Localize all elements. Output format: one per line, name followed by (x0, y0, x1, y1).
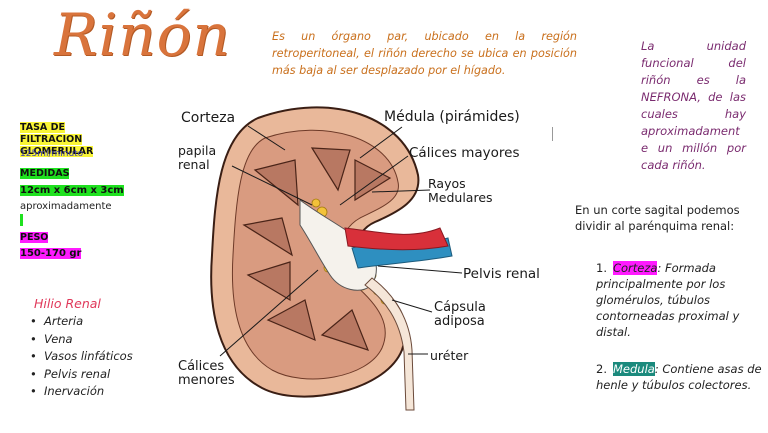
nephron-note: La unidad funcional del riñón es la NEFR… (641, 39, 746, 172)
label-rayos-medulares: Rayos Medulares (428, 176, 493, 205)
label-medula: Médula (pirámides) (384, 109, 520, 125)
label-calices-menores: Cálices menores (178, 359, 235, 388)
peso-value: 150-170 gr (20, 247, 82, 260)
medula-point: 2. Medula: Contiene asas de henle y túbul… (596, 361, 766, 393)
list-item: • Pelvis renal (30, 366, 133, 384)
medidas-label-text: MEDIDAS (20, 168, 70, 179)
leader-lines (219, 125, 463, 357)
list-item-text: Arteria (44, 314, 84, 328)
medula-tag: Medula (612, 362, 655, 376)
label-pelvis-renal: Pelvis renal (463, 266, 540, 282)
list-item-text: Vasos linfáticos (44, 349, 133, 363)
highlight-mark (20, 214, 23, 226)
point-number: 2. (596, 362, 607, 376)
corteza-tag: Corteza (612, 261, 658, 275)
list-item: • Inervación (30, 383, 133, 401)
list-item: • Vena (30, 331, 133, 349)
bullet-icon: • (30, 384, 37, 398)
tasa-filtracion-value: 125ml/minuto (20, 149, 84, 159)
label-corteza: Corteza (181, 110, 236, 126)
list-item: • Vasos linfáticos (30, 348, 133, 366)
bullet-icon: • (30, 314, 37, 328)
hilio-list: • Arteria • Vena • Vasos linfáticos • Pelvis… (30, 313, 133, 401)
divider (552, 127, 553, 141)
medidas-value-text: 12cm x 6cm x 3cm (20, 185, 124, 196)
corte-intro: En un corte sagital podemos dividir al p… (575, 203, 740, 233)
point-number: 1. (596, 261, 607, 275)
tasa-filtracion-label: TASA DE FILTRACION GLOMERULAR (20, 122, 128, 158)
peso-value-text: 150-170 gr (20, 248, 82, 259)
medidas-label: MEDIDAS (20, 168, 70, 180)
corteza-description: : Formada principalmente por los gloméru… (596, 261, 740, 339)
renal-artery (344, 227, 449, 251)
medidas-note: aproximadamente (20, 201, 112, 212)
hilio-title: Hilio Renal (34, 296, 101, 311)
ureter (364, 277, 415, 411)
medullary-pyramids (242, 147, 392, 351)
corteza-point: 1. Corteza: Formada principalmente por lo… (596, 260, 766, 340)
bullet-icon: • (30, 349, 37, 363)
list-item-text: Inervación (44, 384, 105, 398)
list-item-text: Pelvis renal (44, 366, 111, 381)
list-item-text: Vena (44, 331, 73, 346)
peso-label: PESO (20, 232, 49, 244)
page-title: Riñón (54, 1, 231, 69)
label-capsula-adiposa: Cápsula adiposa (434, 300, 486, 329)
bullet-icon: • (30, 331, 37, 346)
label-ureter: uréter (430, 348, 469, 363)
medidas-value: 12cm x 6cm x 3cm (20, 184, 124, 197)
bullet-icon: • (30, 366, 37, 381)
medula-description: : Contiene asas de henle y túbulos colec… (596, 362, 762, 392)
peso-label-text: PESO (20, 232, 49, 243)
list-item: • Arteria (30, 313, 133, 331)
label-calices-mayores: Cálices mayores (409, 145, 520, 161)
intro-paragraph: Es un órgano par, ubicado en la región r… (272, 30, 577, 77)
label-papila-renal: papila renal (178, 143, 217, 172)
